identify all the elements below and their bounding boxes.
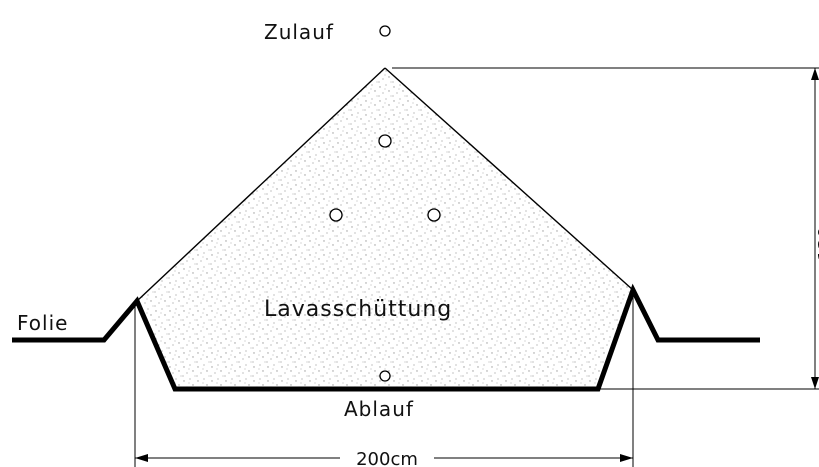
width-arrow-left <box>135 454 148 462</box>
pipe-circle-left <box>329 208 343 222</box>
pipe-circle-top <box>378 134 392 148</box>
width-dimension-label: 200cm <box>356 449 418 467</box>
liner-line <box>12 283 760 392</box>
height-dimension-label: 130cm <box>815 199 819 261</box>
inlet-label: Zulauf <box>264 20 334 44</box>
fill-right-slope <box>384 67 634 291</box>
liner-label: Folie <box>17 311 68 335</box>
outlet-pipe-circle <box>379 370 391 382</box>
pipe-circle-right <box>427 208 441 222</box>
inlet-marker-circle <box>379 25 391 37</box>
lava-fill-area <box>137 68 633 389</box>
height-arrow-bottom <box>811 377 819 389</box>
fill-material-label: Lavasschüttung <box>264 297 452 322</box>
fill-left-slope <box>136 67 386 302</box>
width-arrow-right <box>620 454 633 462</box>
outlet-label: Ablauf <box>344 397 414 421</box>
height-arrow-top <box>811 68 819 80</box>
